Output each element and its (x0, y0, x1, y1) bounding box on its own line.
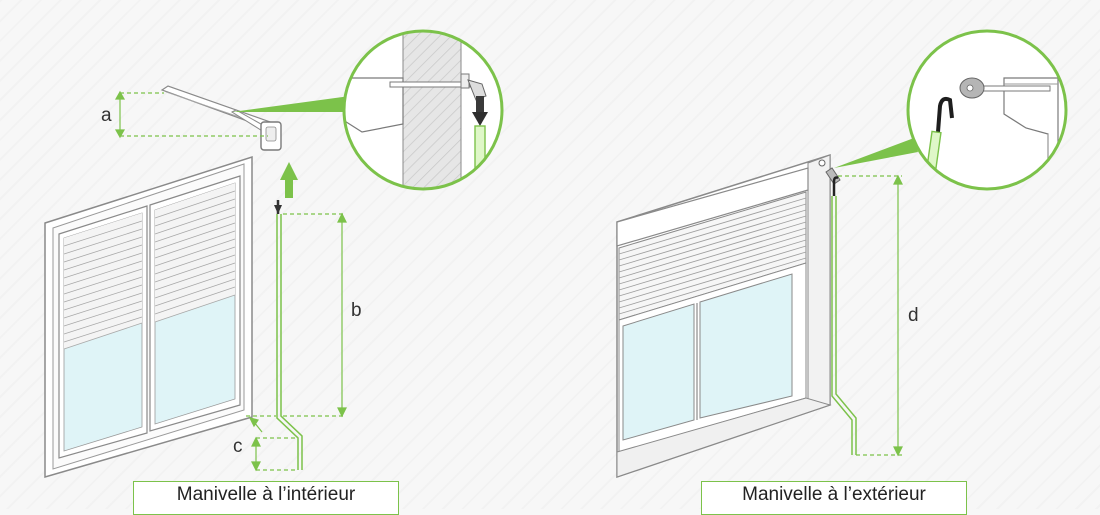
dimension-label-d: d (908, 305, 919, 326)
exterior-key (825, 167, 841, 196)
exterior-zoom-detail (906, 29, 1068, 191)
dimension-b (283, 212, 347, 418)
dimension-label-a: a (101, 105, 112, 126)
hook-tip (274, 200, 282, 214)
crank-handle (160, 85, 282, 151)
dimension-c (246, 415, 298, 472)
zoom-pointer (232, 96, 352, 112)
crank-rod (276, 214, 303, 470)
interior-window (44, 155, 253, 478)
caption-interior: Manivelle à l’intérieur (133, 481, 399, 515)
dimension-label-b: b (351, 300, 362, 321)
exterior-window (616, 153, 832, 479)
up-arrow (280, 162, 298, 198)
exterior-crank-rod (831, 196, 857, 455)
interior-zoom-detail (342, 29, 504, 191)
dimension-a (114, 90, 268, 139)
zoom-pointer-exterior (834, 138, 918, 168)
dimension-d (838, 174, 903, 457)
dimension-label-c: c (233, 436, 243, 457)
caption-exterior: Manivelle à l’extérieur (701, 481, 967, 515)
